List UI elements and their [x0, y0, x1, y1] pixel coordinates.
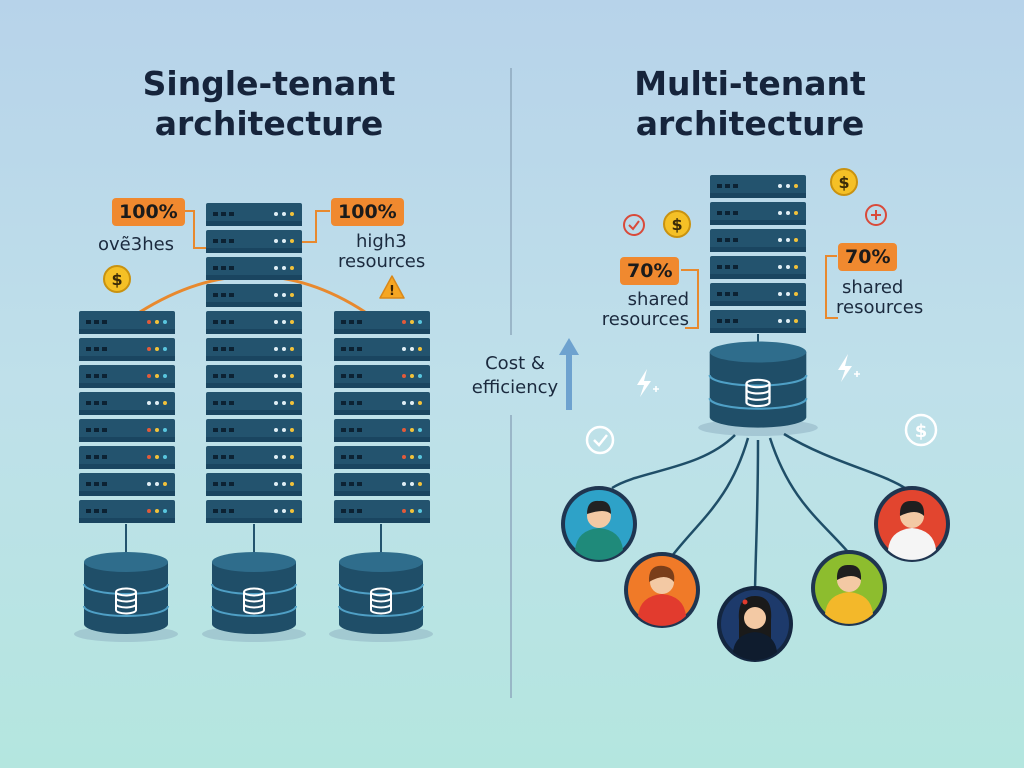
- percent-badge: 100%: [331, 198, 404, 226]
- shared-resources-label: shared resources: [836, 278, 932, 318]
- label-line: Cost &: [485, 353, 545, 374]
- label-line: efficiency: [471, 377, 559, 398]
- plus-icon: [865, 204, 887, 226]
- title-line: Single-tenant: [142, 64, 396, 103]
- lightning-icon: [837, 353, 861, 383]
- svg-text:$: $: [915, 421, 928, 442]
- user-avatar-icon: [874, 486, 950, 562]
- title-line: Multi-tenant: [634, 64, 866, 103]
- shared-resources-label: shared resources: [593, 290, 689, 330]
- user-avatar-icon: [561, 486, 637, 562]
- check-icon: [623, 214, 645, 236]
- dollar-coin-icon: [663, 210, 691, 238]
- server-rack-left: [79, 311, 175, 523]
- title-line: architecture: [154, 104, 384, 143]
- percent-badge: 70%: [838, 243, 898, 271]
- database-icon: [201, 551, 307, 643]
- lightning-icon: [636, 368, 660, 398]
- check-icon: [585, 425, 615, 455]
- server-rack-shared: [710, 175, 806, 333]
- label-line: shared: [627, 289, 689, 310]
- dollar-coin-icon: $: [904, 413, 938, 447]
- resources-label: high3 resources: [338, 232, 430, 272]
- warning-icon: !: [379, 275, 405, 299]
- user-avatar-icon: [811, 550, 887, 626]
- label-line: resources: [601, 309, 689, 330]
- svg-text:!: !: [389, 284, 395, 299]
- database-icon: [328, 551, 434, 643]
- database-icon: [73, 551, 179, 643]
- overhead-label: ovẽ3hes: [98, 234, 175, 255]
- label-line: shared: [842, 277, 904, 298]
- user-avatar-icon: [624, 552, 700, 628]
- percent-badge: 70%: [620, 257, 680, 285]
- up-arrow-icon: [559, 338, 579, 410]
- dollar-coin-icon: [103, 265, 131, 293]
- label-line: high3: [356, 231, 407, 252]
- multi-tenant-title: Multi-tenant architecture: [550, 64, 950, 144]
- user-avatar-icon: [717, 586, 793, 662]
- server-rack-middle: [206, 203, 302, 523]
- user-connections: [611, 432, 906, 591]
- label-line: resources: [338, 251, 426, 272]
- percent-badge: 100%: [112, 198, 185, 226]
- cost-efficiency-label: Cost & efficiency: [460, 352, 570, 400]
- title-line: architecture: [635, 104, 865, 143]
- dollar-coin-icon: [830, 168, 858, 196]
- server-rack-right: [334, 311, 430, 523]
- single-tenant-title: Single-tenant architecture: [69, 64, 469, 144]
- label-line: resources: [836, 297, 924, 318]
- database-icon: [697, 340, 819, 438]
